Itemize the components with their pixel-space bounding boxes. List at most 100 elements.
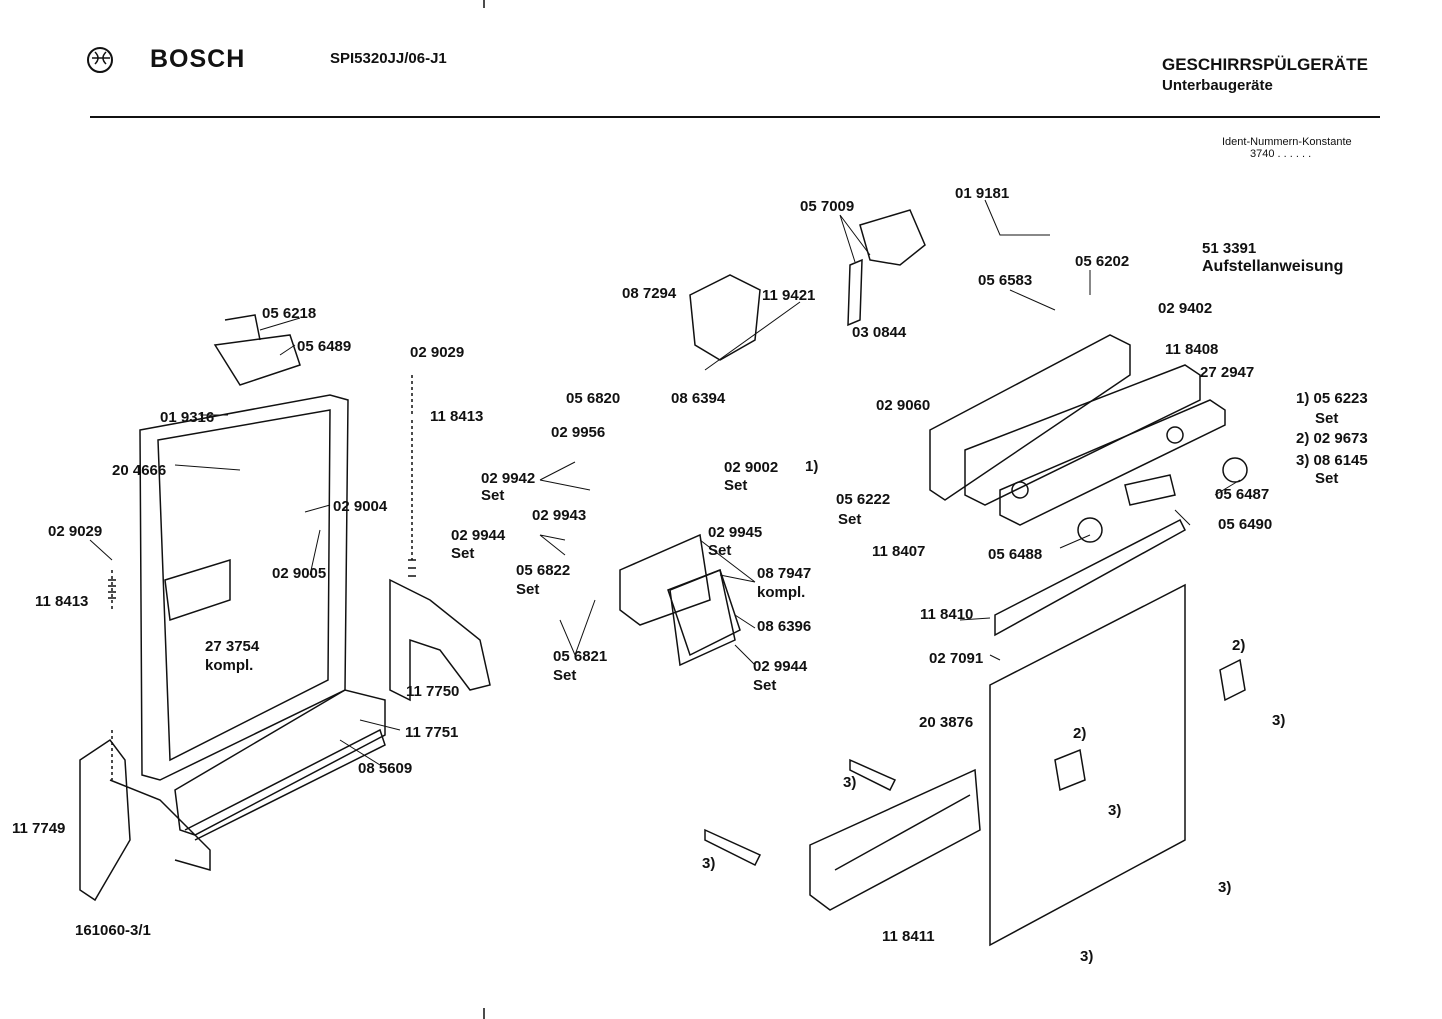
dispenser-gasket [667,569,741,657]
part-label: 51 3391 [1202,240,1257,257]
header-divider [90,116,1380,118]
part-label: 05 6820 [566,390,621,407]
part-label: 3) [1080,948,1094,965]
part-label: 1) [805,458,819,475]
latch-block [213,314,301,386]
part-label: 11 8413 [35,593,89,610]
timer-box [689,274,761,361]
part-label: 02 9944 [451,527,506,544]
part-label: 08 5609 [358,760,413,777]
part-label: 11 9421 [762,287,816,304]
part-label: 08 6396 [757,618,812,635]
part-label: 02 9956 [551,424,606,441]
part-label: Set [451,545,475,562]
part-label: 11 8413 [430,408,484,425]
part-label: 20 3876 [919,714,974,731]
part-label: 3) [1218,879,1232,896]
part-label: Set [708,542,732,559]
model-number: SPI5320JJ/06-J1 [330,50,447,67]
ident-value: 3740 . . . . . . [1250,148,1312,160]
brand-name: BOSCH [150,45,246,73]
product-category: GESCHIRRSPÜLGERÄTE [1162,55,1368,74]
part-label: 2) [1073,725,1087,742]
part-label: 11 7751 [405,724,459,741]
part-label: 05 6490 [1218,516,1273,533]
part-label: Set [753,677,777,694]
knob-05-6487 [1222,457,1248,483]
part-label: 02 9029 [410,344,465,361]
hinge-bracket-right [1054,658,1246,792]
door-hinge-left [79,738,211,902]
leader-lines [89,199,1241,766]
part-label: 05 6202 [1075,253,1130,270]
part-label: 01 9316 [160,409,215,426]
handle-05-6490 [1124,474,1176,506]
part-label: 2) 02 9673 [1296,430,1368,447]
product-subcategory: Unterbaugeräte [1162,77,1273,94]
part-label: 02 9942 [481,470,536,487]
part-label: 20 4666 [112,462,167,479]
part-label: 08 7947 [757,565,812,582]
spring-center [408,375,416,577]
part-label: 11 8407 [872,543,926,560]
part-label: 11 8410 [920,606,974,623]
part-label: Set [838,511,862,528]
spring-left [108,570,116,780]
control-panel [929,334,1226,526]
part-label: Aufstellanweisung [1202,258,1344,275]
part-label: 02 9002 [724,459,779,476]
bosch-logo-icon [87,47,113,73]
trim-strip [994,518,1186,637]
part-label: 05 6222 [836,491,891,508]
base-rail [174,689,386,841]
bosch-logo-mark [92,51,110,65]
part-label: 3) [1272,712,1286,729]
ident-label: Ident-Nummern-Konstante [1222,136,1352,148]
part-label: 02 9005 [272,565,327,582]
part-label: 05 6487 [1215,486,1270,503]
part-label: 02 9060 [876,397,931,414]
part-label: 3) 08 6145 [1296,452,1368,469]
part-label: 05 6821 [553,648,608,665]
part-label: 08 7294 [622,285,677,302]
part-label: 08 6394 [671,390,726,407]
part-label: 11 7750 [406,683,460,700]
part-label: Set [553,667,577,684]
part-label: 1) 05 6223 [1296,390,1368,407]
part-label: 05 6489 [297,338,352,355]
part-label: 161060-3/1 [75,922,151,939]
part-label: Set [516,581,540,598]
hinge-arm [389,578,491,702]
part-label: 05 6822 [516,562,571,579]
part-label: 27 3754 [205,638,260,655]
part-label: 01 9181 [955,185,1010,202]
part-label: 2) [1232,637,1246,654]
part-label: 05 6583 [978,272,1033,289]
part-label: kompl. [205,657,254,674]
part-label: 05 7009 [800,198,855,215]
part-label: 05 6488 [988,546,1043,563]
part-label: 11 8408 [1165,341,1219,358]
part-label: 02 9029 [48,523,103,540]
part-label: 02 7091 [929,650,984,667]
door-latch-top [847,209,926,327]
part-label: 3) [1108,802,1122,819]
part-label: 3) [843,774,857,791]
outer-door-panel [989,583,1186,947]
part-label: Set [1315,410,1339,427]
part-label: 02 9944 [753,658,808,675]
part-label: Set [481,487,505,504]
part-label: 11 8411 [882,928,935,945]
part-label: 05 6218 [262,305,317,322]
part-label: 11 7749 [12,820,66,837]
inner-door-frame [139,394,349,781]
part-label: Set [724,477,748,494]
part-label: kompl. [757,584,806,601]
part-label: 02 9945 [708,524,763,541]
part-label: 27 2947 [1200,364,1255,381]
part-label: 3) [702,855,716,872]
part-label: 02 9004 [333,498,388,515]
clip-3-left [704,758,897,867]
part-label: 03 0844 [852,324,907,341]
part-label: Set [1315,470,1339,487]
